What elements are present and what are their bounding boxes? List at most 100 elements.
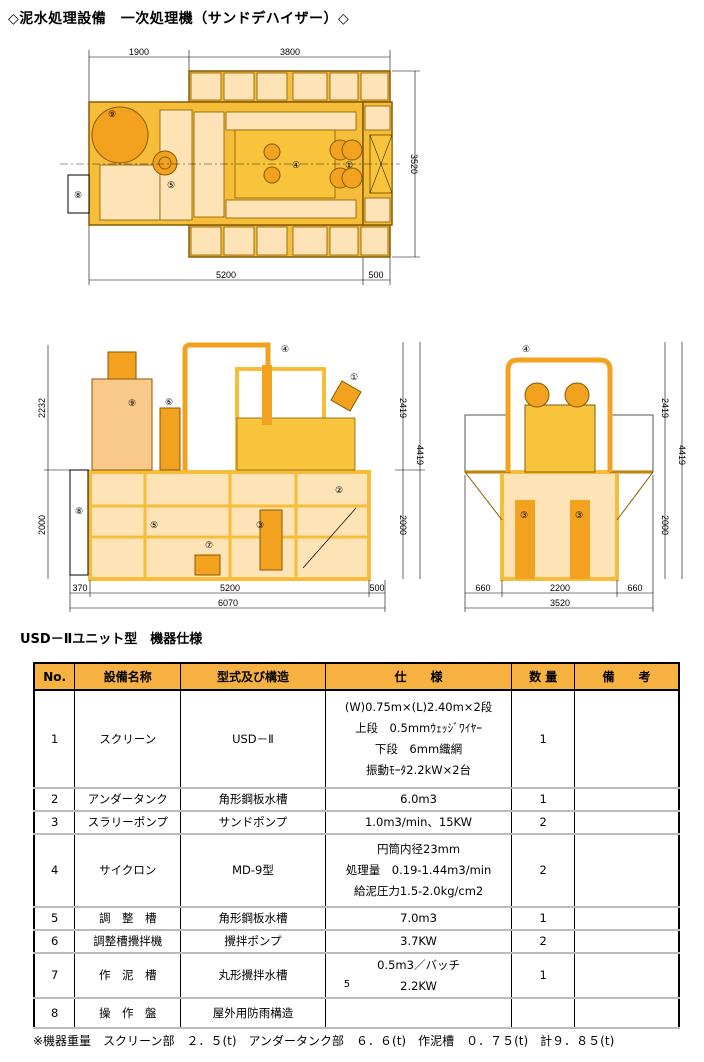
cell-name: スラリーポンプ bbox=[74, 811, 182, 835]
dim-3520: 3520 bbox=[409, 154, 419, 174]
cell-name: 作 泥 槽 bbox=[74, 953, 182, 999]
cell-name: 調 整 槽 bbox=[74, 907, 182, 931]
marker-2: ② bbox=[335, 485, 343, 495]
marker-1: ① bbox=[350, 372, 358, 382]
spec-line: 7.0m3 bbox=[400, 911, 437, 925]
spec-line: 下段 6mm織網 bbox=[374, 742, 463, 756]
spec-line: 処理量 0.19-1.44m3/min bbox=[345, 863, 492, 877]
spec-line: 振動ﾓｰﾀ2.2kW×2台 bbox=[366, 763, 472, 777]
cell-spec: 7.0m3 bbox=[324, 907, 513, 931]
marker-9: ⑨ bbox=[108, 109, 116, 119]
elevation-drawings: 370 5200 500 6070 2232 2000 2419 4419 20… bbox=[37, 342, 687, 612]
cell-no: 5 bbox=[33, 907, 76, 931]
marker-4: ④ bbox=[281, 344, 289, 354]
marker-5: ⑤ bbox=[150, 520, 158, 530]
cell-model: MD-9型 bbox=[180, 834, 326, 908]
spec-table-title: USD－Ⅱユニット型 機器仕様 bbox=[20, 632, 203, 647]
cell-note bbox=[573, 930, 680, 954]
cell-name: スクリーン bbox=[74, 690, 182, 789]
column-header: 備 考 bbox=[573, 662, 680, 691]
table-header-row: No.設備名称型式及び構造仕 様数 量備 考 bbox=[33, 662, 680, 691]
marker-8: ⑧ bbox=[74, 190, 82, 200]
marker-8: ⑧ bbox=[75, 506, 83, 516]
column-header: 型式及び構造 bbox=[180, 662, 326, 691]
dim-2232: 2232 bbox=[37, 398, 47, 418]
cell-no: 7 bbox=[33, 953, 76, 999]
cell-spec: 0.5m3／バッチ 2.2KW 5 bbox=[324, 953, 513, 999]
cell-note bbox=[573, 834, 680, 908]
cell-qty: 1 bbox=[511, 953, 575, 999]
dim-500: 500 bbox=[369, 583, 384, 593]
dim-6070: 6070 bbox=[218, 598, 238, 608]
cell-name: 調整槽攪拌機 bbox=[74, 930, 182, 954]
spec-line: 6.0m3 bbox=[400, 792, 437, 806]
dim-5200: 5200 bbox=[220, 583, 240, 593]
spec-line: 2.2KW bbox=[400, 978, 437, 993]
cell-qty: 2 bbox=[511, 930, 575, 954]
dim-1900: 1900 bbox=[129, 47, 149, 57]
cell-name: アンダータンク bbox=[74, 788, 182, 812]
dim-2419: 2419 bbox=[660, 398, 670, 418]
cell-model: サンドポンプ bbox=[180, 811, 326, 835]
spec-line: (W)0.75m×(L)2.40m×2段 bbox=[344, 700, 493, 714]
marker-3: ③ bbox=[256, 520, 264, 530]
cell-spec: 1.0m3/min、15KW bbox=[324, 811, 513, 835]
cell-qty: 1 bbox=[511, 788, 575, 812]
marker-7: ⑦ bbox=[205, 540, 213, 550]
marker-5: ⑤ bbox=[167, 180, 175, 190]
marker-4: ④ bbox=[292, 160, 300, 170]
marker-4: ④ bbox=[522, 344, 530, 354]
spec-side-note: 5 bbox=[343, 979, 351, 990]
dim-2000-right: 2000 bbox=[398, 515, 408, 535]
cell-note bbox=[573, 907, 680, 931]
cell-spec: (W)0.75m×(L)2.40m×2段上段 0.5mmｳｪｯｼﾞﾜｲﾔｰ下段 … bbox=[324, 690, 513, 789]
cell-note bbox=[573, 811, 680, 835]
column-header: No. bbox=[33, 662, 76, 691]
dim-2419: 2419 bbox=[398, 398, 408, 418]
weight-footnote: ※機器重量 スクリーン部 ２．５(t) アンダータンク部 ６．６(t) 作泥槽 … bbox=[33, 1034, 615, 1048]
column-header: 設備名称 bbox=[74, 662, 182, 691]
dim-5200: 5200 bbox=[216, 270, 236, 280]
marker-9: ⑨ bbox=[128, 398, 136, 408]
cell-qty: 1 bbox=[511, 690, 575, 789]
dim-660-right: 660 bbox=[627, 583, 642, 593]
cell-note bbox=[573, 788, 680, 812]
cell-model: 丸形攪拌水槽 bbox=[180, 953, 326, 999]
cell-no: 1 bbox=[33, 690, 76, 789]
cell-spec: 円筒内径23mm 処理量 0.19-1.44m3/min 給泥圧力1.5-2.0kg… bbox=[324, 834, 513, 908]
dim-4419: 4419 bbox=[677, 445, 687, 465]
column-header: 仕 様 bbox=[324, 662, 513, 691]
plan-view-drawing: 1900 3800 5200 500 3520 ⑨ ⑤ ④ ① ⑧ bbox=[60, 47, 420, 285]
dim-660-left: 660 bbox=[475, 583, 490, 593]
spec-line: 0.5m3／バッチ bbox=[377, 957, 460, 972]
cell-spec: 6.0m3 bbox=[324, 788, 513, 812]
cell-no: 3 bbox=[33, 811, 76, 835]
cell-model: 攪拌ポンプ bbox=[180, 930, 326, 954]
cell-note bbox=[573, 953, 680, 999]
marker-3: ③ bbox=[520, 510, 528, 520]
dim-3520: 3520 bbox=[550, 598, 570, 608]
spec-line: 円筒内径23mm bbox=[377, 842, 461, 856]
cell-model: 角形鋼板水槽 bbox=[180, 907, 326, 931]
cell-model: 屋外用防雨構造 bbox=[180, 998, 326, 1029]
spec-line: 給泥圧力1.5-2.0kg/cm2 bbox=[353, 884, 484, 898]
cell-name: サイクロン bbox=[74, 834, 182, 908]
cell-name: 操 作 盤 bbox=[74, 998, 182, 1029]
dim-3800: 3800 bbox=[280, 47, 300, 57]
cell-no: 6 bbox=[33, 930, 76, 954]
cell-model: USD－Ⅱ bbox=[180, 690, 326, 789]
cell-qty: 1 bbox=[511, 907, 575, 931]
column-header: 数 量 bbox=[511, 662, 575, 691]
dim-2000: 2000 bbox=[37, 515, 47, 535]
cell-qty: 2 bbox=[511, 834, 575, 908]
marker-3: ③ bbox=[575, 510, 583, 520]
cell-no: 4 bbox=[33, 834, 76, 908]
